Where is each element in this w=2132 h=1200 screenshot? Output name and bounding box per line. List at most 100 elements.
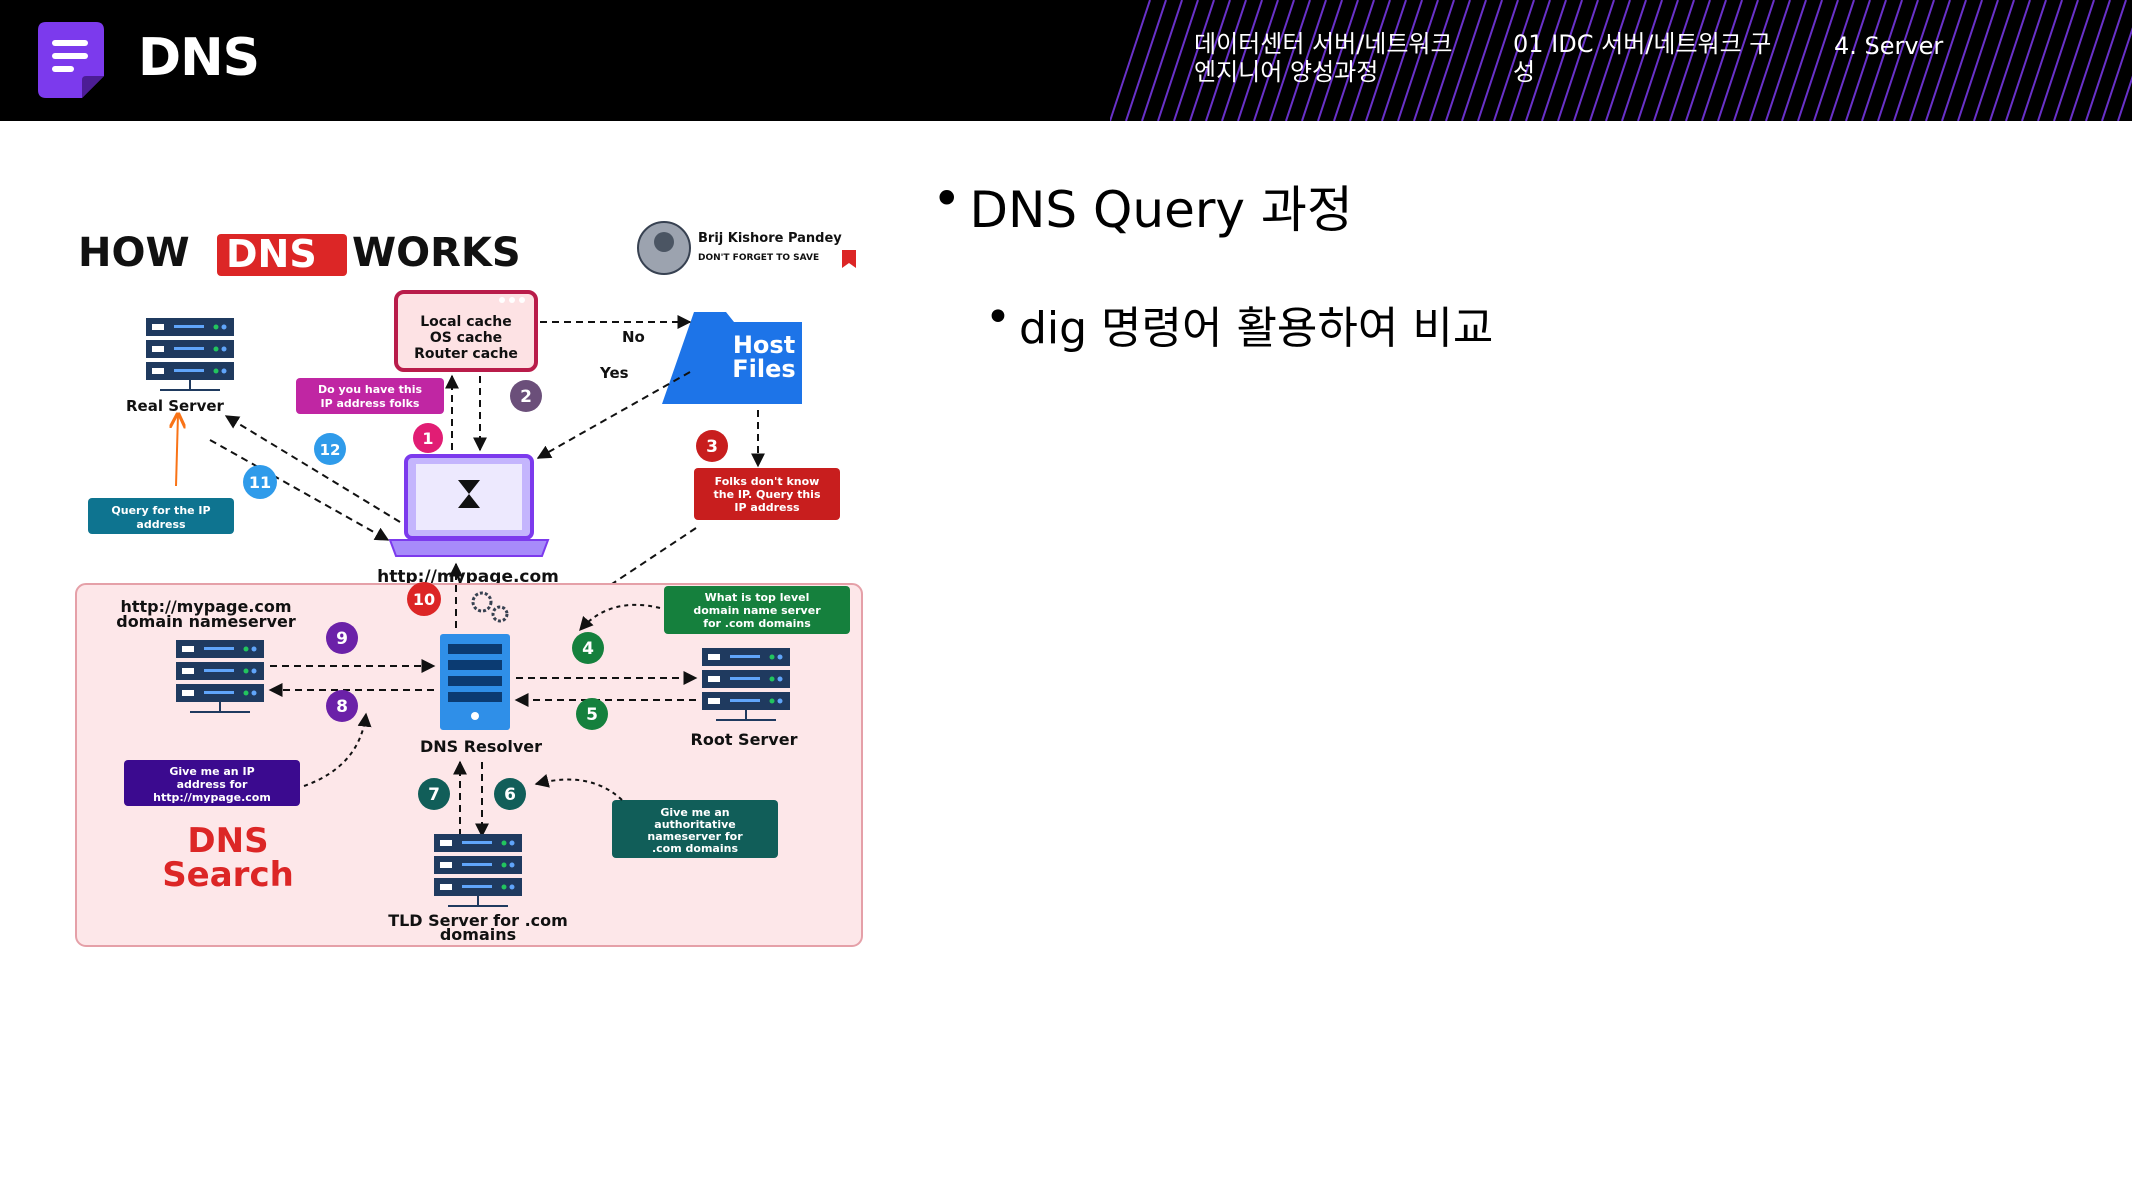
step-badge-1: 1 bbox=[413, 423, 443, 453]
laptop-base bbox=[388, 539, 550, 557]
laptop-to-real-server-arrow bbox=[224, 415, 401, 523]
browser-url: http://mypage.com bbox=[377, 567, 559, 587]
query-box-line-1: Query for the IP bbox=[111, 504, 210, 517]
header-stripe bbox=[1269, 0, 1311, 121]
step-number: 9 bbox=[336, 629, 348, 649]
diagram-title-dns-badge bbox=[217, 234, 347, 276]
header-stripe bbox=[1653, 0, 1695, 121]
header-stripe bbox=[1333, 0, 1375, 121]
cache-line-3: Router cache bbox=[414, 346, 518, 362]
how-dns-works-diagram: HOW DNS WORKS Brij Kishore Pandey DON'T … bbox=[75, 221, 863, 947]
header-stripe bbox=[1669, 0, 1711, 121]
header-stripe bbox=[1893, 0, 1935, 121]
header-stripe-pattern bbox=[1110, 0, 2132, 121]
step-badge-2: 2 bbox=[510, 380, 542, 412]
breadcrumb-module: 01 IDC 서버/네트워크 구성 bbox=[1513, 30, 1772, 86]
step-number: 11 bbox=[249, 473, 271, 492]
gear-icon bbox=[491, 605, 509, 623]
give-ip-box bbox=[124, 760, 300, 806]
header-stripe bbox=[2037, 0, 2079, 121]
query-box-line-2: address bbox=[136, 518, 186, 531]
tld-question-line-1: What is top level bbox=[705, 591, 810, 604]
give-auth-line-2: authoritative bbox=[654, 818, 735, 831]
hourglass-icon bbox=[458, 480, 480, 508]
header-stripe bbox=[1461, 0, 1503, 121]
header-stripe bbox=[1909, 0, 1951, 121]
resolver-slot bbox=[448, 676, 502, 686]
header-stripe bbox=[2085, 0, 2127, 121]
header-stripe bbox=[1381, 0, 1423, 121]
header-stripe bbox=[1221, 0, 1263, 121]
header-stripe bbox=[1477, 0, 1519, 121]
header-stripe bbox=[2069, 0, 2111, 121]
header-stripe bbox=[1317, 0, 1359, 121]
header-stripe bbox=[1749, 0, 1791, 121]
query-arrow bbox=[176, 414, 178, 487]
author-avatar-head bbox=[654, 232, 674, 252]
question-box-line-1: Do you have this bbox=[318, 383, 422, 396]
header-stripe bbox=[1509, 0, 1551, 121]
give-ip-line-3: http://mypage.com bbox=[153, 791, 271, 804]
bookmark-icon bbox=[842, 250, 856, 268]
header-stripe bbox=[1445, 0, 1487, 121]
header-stripe bbox=[1605, 0, 1647, 121]
resolver-slot bbox=[448, 692, 502, 702]
header-stripe bbox=[1717, 0, 1759, 121]
step-number: 10 bbox=[413, 590, 435, 609]
header-stripe bbox=[1397, 0, 1439, 121]
root-server-icon bbox=[701, 647, 791, 721]
real-server-icon bbox=[145, 317, 235, 391]
step-number: 5 bbox=[586, 705, 598, 725]
give-auth-box bbox=[612, 800, 778, 858]
step-badge-3: 3 bbox=[696, 430, 728, 462]
tld-question-line-2: domain name server bbox=[693, 604, 821, 617]
header-stripe bbox=[1989, 0, 2031, 121]
header-stripe bbox=[1861, 0, 1903, 121]
step-number: 3 bbox=[706, 437, 718, 457]
diagram-title-works: WORKS bbox=[352, 230, 521, 276]
dns-search-line-2: Search bbox=[162, 855, 294, 895]
header-stripe bbox=[1173, 0, 1215, 121]
host-to-laptop-arrow bbox=[536, 371, 691, 459]
slide-header: DNS 데이터센터 서버/네트워크 엔지니어 양성과정 01 IDC 서버/네트… bbox=[0, 0, 2132, 121]
header-stripe bbox=[1110, 0, 1151, 121]
header-stripe bbox=[1813, 0, 1855, 121]
host-files-line-2: Files bbox=[732, 355, 795, 383]
header-stripe bbox=[1845, 0, 1887, 121]
step-number: 12 bbox=[320, 441, 341, 459]
header-stripe bbox=[1557, 0, 1599, 121]
header-stripe bbox=[1941, 0, 1983, 121]
resolver-led bbox=[471, 712, 479, 720]
bullet-dot: • bbox=[985, 292, 1011, 343]
real-server-label: Real Server bbox=[126, 397, 225, 415]
header-stripe bbox=[1733, 0, 1775, 121]
tld-label-line-1: TLD Server for .com bbox=[388, 911, 568, 930]
gear-icon bbox=[471, 591, 493, 613]
header-stripe bbox=[1973, 0, 2015, 121]
give-auth-line-4: .com domains bbox=[652, 842, 738, 855]
header-stripe bbox=[1413, 0, 1455, 121]
ns-label-line-2: domain nameserver bbox=[116, 612, 296, 631]
header-stripe bbox=[2117, 75, 2132, 121]
header-stripe bbox=[2053, 0, 2095, 121]
label-yes: Yes bbox=[599, 364, 629, 382]
header-stripe bbox=[1765, 0, 1807, 121]
query-box bbox=[88, 498, 234, 534]
step-number: 6 bbox=[504, 785, 516, 805]
diagram-title-how: HOW bbox=[78, 230, 190, 276]
header-stripe bbox=[1797, 0, 1839, 121]
header-stripe bbox=[1589, 0, 1631, 121]
step-badge-8: 8 bbox=[326, 690, 358, 722]
header-stripe bbox=[1125, 0, 1167, 121]
cache-window-dot bbox=[509, 297, 515, 303]
step-badge-9: 9 bbox=[326, 622, 358, 654]
step-badge-11: 11 bbox=[243, 465, 277, 499]
header-stripe bbox=[1285, 0, 1327, 121]
step-badge-12: 12 bbox=[314, 433, 346, 465]
curved-arrow bbox=[303, 712, 372, 787]
tld-label-line-2: domains bbox=[440, 925, 516, 944]
header-stripe bbox=[1429, 0, 1471, 121]
header-stripe bbox=[1493, 0, 1535, 121]
header-stripe bbox=[2005, 0, 2047, 121]
header-stripe bbox=[1301, 0, 1343, 121]
